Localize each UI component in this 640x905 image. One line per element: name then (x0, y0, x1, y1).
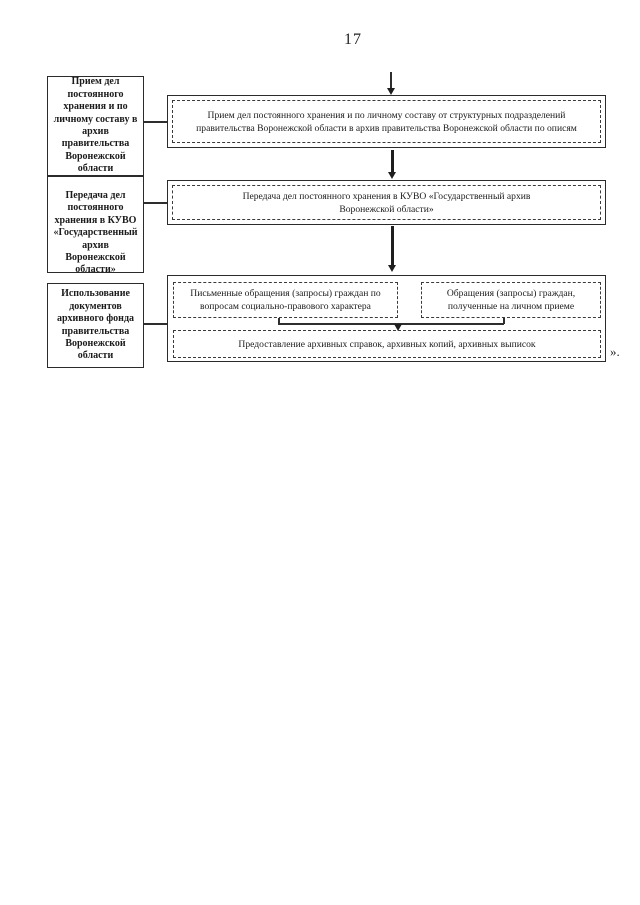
flow-box-reception: Прием дел постоянного хранения и по личн… (167, 95, 606, 148)
connector-reception-line (144, 121, 168, 123)
merge-connector-horizontal-line (278, 323, 504, 325)
connector-usage-line (143, 323, 168, 325)
arrow-transfer-usage-line (391, 226, 394, 266)
flow-box-written-requests-text: Письменные обращения (запросы) граждан п… (190, 288, 381, 312)
flow-box-written-requests: Письменные обращения (запросы) граждан п… (173, 282, 398, 318)
left-box-usage: Использование документов архивного фонда… (47, 283, 144, 368)
left-box-transfer: Передача дел постоянного хранения в КУВО… (47, 176, 144, 275)
left-box-transfer-label: Передача дел постоянного хранения в КУВО… (53, 190, 138, 276)
merge-connector-right-line (503, 318, 505, 324)
flow-box-provision: Предоставление архивных справок, архивны… (173, 330, 601, 358)
arrow-reception-transfer-line (391, 150, 394, 173)
left-box-reception-label: Прием дел постоянного хранения и по личн… (53, 76, 138, 175)
entry-arrow-line (390, 72, 392, 89)
flow-group-usage: Письменные обращения (запросы) граждан п… (167, 275, 606, 362)
flow-box-transfer-text: Передача дел постоянного хранения в КУВО… (242, 190, 531, 215)
merge-arrow-down-icon (394, 324, 402, 331)
flow-box-provision-text: Предоставление архивных справок, архивны… (238, 338, 536, 350)
flow-box-reception-inner: Прием дел постоянного хранения и по личн… (172, 100, 601, 143)
flow-box-transfer-inner: Передача дел постоянного хранения в КУВО… (172, 185, 601, 220)
entry-arrow-down-icon (387, 88, 395, 95)
flow-box-reception-text: Прием дел постоянного хранения и по личн… (196, 109, 577, 134)
flow-box-personal-requests-text: Обращения (запросы) граждан, полученные … (446, 288, 576, 312)
closing-quote-mark: ». (610, 344, 620, 359)
arrow-reception-transfer-down-icon (388, 172, 396, 179)
arrow-transfer-usage-down-icon (388, 265, 396, 272)
left-box-reception: Прием дел постоянного хранения и по личн… (47, 76, 144, 176)
left-box-usage-label: Использование документов архивного фонда… (56, 288, 135, 362)
page-number: 17 (344, 31, 362, 48)
flow-box-personal-requests: Обращения (запросы) граждан, полученные … (421, 282, 601, 318)
connector-transfer-line (144, 202, 168, 204)
merge-connector-left-line (278, 318, 280, 324)
flow-box-transfer: Передача дел постоянного хранения в КУВО… (167, 180, 606, 225)
